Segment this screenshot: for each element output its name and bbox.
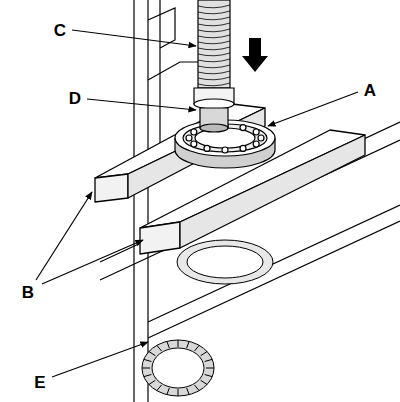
press-frame — [100, 0, 400, 402]
bearing — [175, 120, 275, 168]
gear-e — [142, 340, 214, 396]
callout-letter: B — [22, 284, 34, 301]
wood-block — [140, 130, 365, 254]
callout-letter: C — [54, 22, 66, 39]
leader-lines — [36, 30, 358, 377]
callout-letter: A — [364, 82, 376, 99]
gear — [177, 240, 273, 284]
callout-letter: E — [34, 374, 45, 391]
push-arrow — [242, 38, 268, 72]
press-ram — [194, 0, 234, 132]
callout-letter: D — [69, 90, 81, 107]
